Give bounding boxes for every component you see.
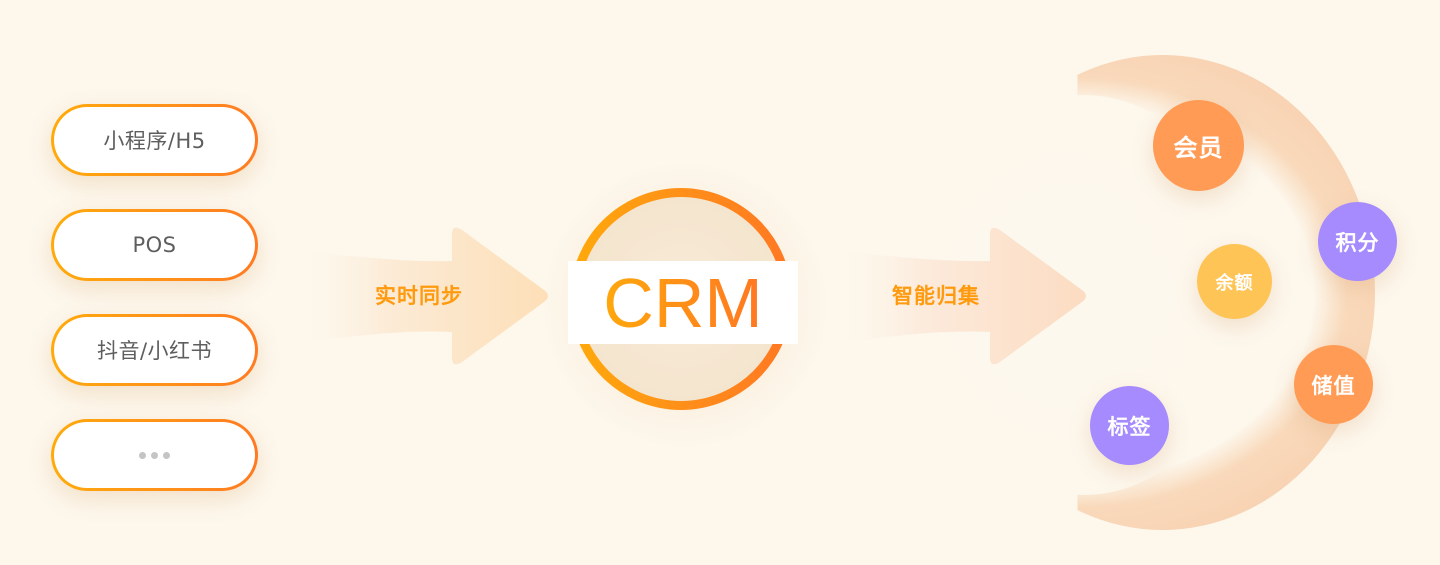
- source-pill-pos[interactable]: POS: [51, 209, 258, 281]
- node-tags[interactable]: 标签: [1090, 386, 1169, 465]
- source-label: 抖音/小红书: [96, 339, 213, 363]
- node-stored-value[interactable]: 储值: [1294, 345, 1373, 424]
- source-pill-douyin-xiaohongshu[interactable]: 抖音/小红书: [51, 314, 258, 386]
- source-label: 小程序/H5: [103, 129, 206, 153]
- node-label: 储值: [1311, 373, 1356, 398]
- sync-label: 实时同步: [375, 284, 463, 308]
- node-label: 会员: [1173, 134, 1224, 162]
- source-pill-miniprogram-h5[interactable]: 小程序/H5: [51, 104, 258, 176]
- source-label: POS: [132, 233, 177, 257]
- node-label: 标签: [1107, 414, 1152, 439]
- crm-title: CRM: [603, 263, 763, 342]
- node-points[interactable]: 积分: [1318, 202, 1397, 281]
- aggregate-arrow: 智能归集: [838, 222, 1098, 372]
- source-pill-more[interactable]: [51, 419, 258, 491]
- crm-hub[interactable]: CRM: [568, 261, 798, 344]
- node-member[interactable]: 会员: [1153, 100, 1244, 191]
- node-label: 余额: [1215, 272, 1254, 294]
- aggregate-label: 智能归集: [892, 284, 980, 308]
- node-balance[interactable]: 余额: [1197, 244, 1272, 319]
- arrow-right-icon: [300, 227, 548, 365]
- node-label: 积分: [1335, 230, 1380, 255]
- sync-arrow: 实时同步: [300, 222, 560, 372]
- arrow-right-icon: [838, 227, 1086, 365]
- more-dots-icon: [139, 451, 170, 459]
